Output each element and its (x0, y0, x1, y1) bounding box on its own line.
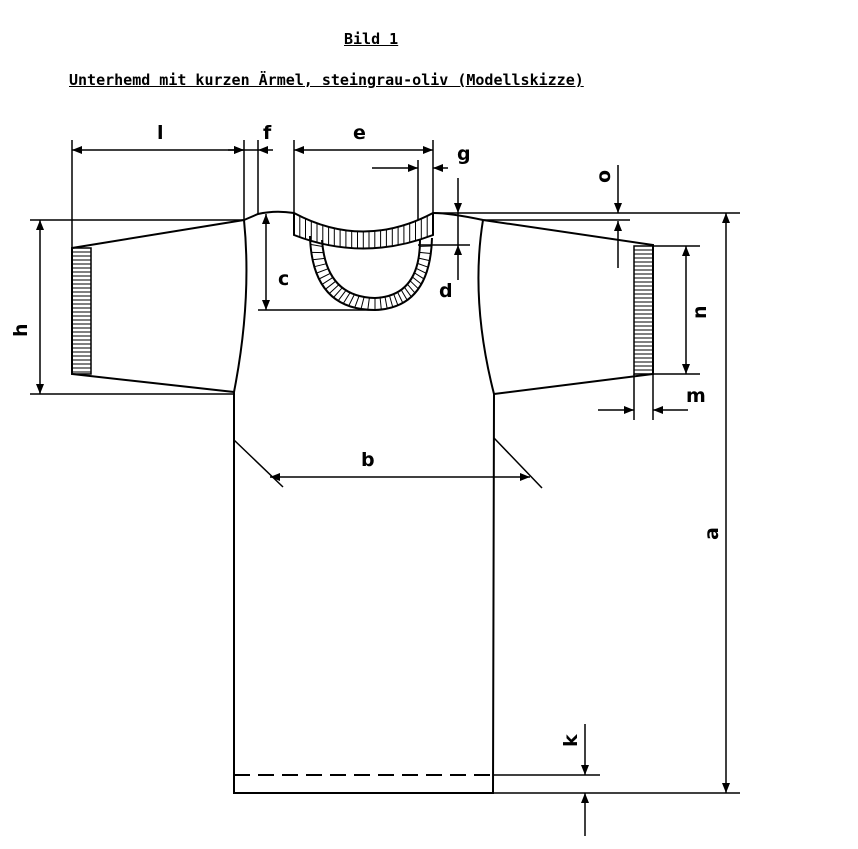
right-armhole (477, 219, 495, 395)
shirt-body (71, 210, 654, 794)
label-d: d (439, 280, 453, 302)
left-cuff (71, 247, 92, 375)
label-a: a (701, 527, 723, 540)
label-h: h (10, 323, 32, 337)
label-l: l (157, 122, 164, 144)
label-o: o (593, 170, 615, 183)
left-armhole (233, 219, 248, 393)
body-outline (233, 392, 495, 794)
figure-label: Bild 1 (344, 30, 399, 48)
label-b: b (361, 449, 375, 471)
neckline-ribbing (293, 212, 434, 312)
right-sleeve (482, 219, 654, 395)
label-n: n (689, 305, 711, 319)
label-c: c (278, 268, 289, 290)
label-k: k (560, 734, 582, 747)
label-f: f (263, 122, 272, 144)
right-cuff (633, 245, 654, 375)
label-e: e (353, 122, 366, 144)
figure-title: Unterhemd mit kurzen Ärmel, steingrau-ol… (69, 71, 584, 89)
label-g: g (457, 143, 471, 165)
label-m: m (686, 385, 706, 407)
left-sleeve (71, 219, 245, 393)
